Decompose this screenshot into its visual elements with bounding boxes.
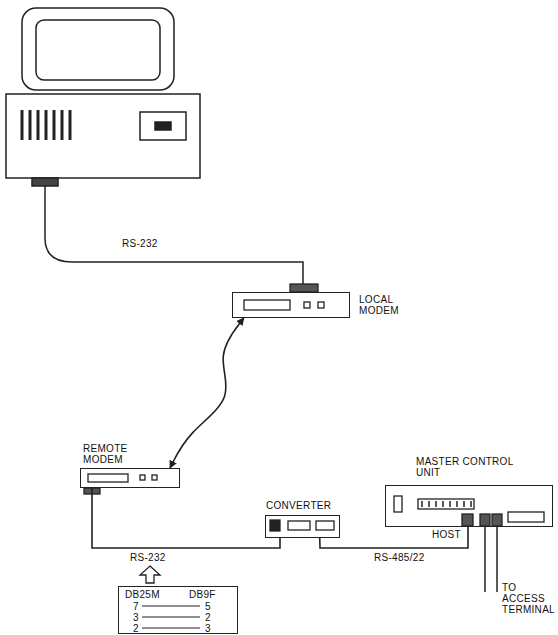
rs232-cable [45, 186, 303, 285]
host-port [462, 514, 473, 526]
indicator [140, 475, 145, 480]
indicator [152, 475, 157, 480]
connector [290, 284, 318, 292]
master-control-unit: MASTER CONTROL UNIT [385, 485, 553, 527]
cable [320, 527, 468, 548]
unit-label: MASTER CONTROL UNIT [416, 456, 516, 478]
indicator [304, 302, 310, 308]
remote-modem: REMOTE MODEM [80, 468, 180, 488]
drive-bay [140, 112, 186, 140]
cable-label: RS-232 [122, 238, 158, 249]
terminal-block [288, 521, 310, 530]
vents [22, 110, 70, 140]
pinout-table: DB25MDB9F753223 [118, 586, 238, 634]
terminal-block [316, 521, 334, 530]
indicator [318, 302, 324, 308]
remote-modem-details [84, 474, 157, 494]
local-modem: LOCAL MODEM [232, 292, 350, 318]
screen [36, 20, 160, 80]
monitor [22, 8, 174, 90]
serial-port [32, 178, 58, 186]
converter: CONVERTER [265, 515, 340, 538]
pin-label: 2 [133, 623, 139, 634]
pin-label: 5 [205, 601, 211, 612]
cable-label: RS-232 [128, 552, 168, 563]
converter-details [270, 520, 334, 531]
computer [6, 8, 200, 186]
pin-label: DB25M [125, 589, 160, 600]
terminal-block [508, 512, 544, 522]
access-port [492, 514, 502, 526]
cable-label: RS-485/22 [372, 552, 427, 563]
unit-label: LOCAL MODEM [359, 294, 423, 316]
access-port [480, 514, 490, 526]
pin-label: 3 [133, 612, 139, 623]
unit-label: REMOTE MODEM [83, 443, 143, 465]
port-label: HOST [432, 529, 461, 540]
local-modem-details [244, 284, 324, 310]
access-wire [496, 527, 498, 592]
pin-label: 7 [133, 601, 139, 612]
front-panel [244, 300, 290, 310]
phone-link [170, 318, 244, 468]
mcu-details [394, 496, 544, 526]
front-panel [88, 474, 128, 482]
pin-label: DB9F [189, 589, 216, 600]
port [394, 496, 402, 512]
terminal-label: TO ACCESS TERMINAL [502, 582, 556, 615]
pin-label: 2 [205, 612, 211, 623]
drive-slot [155, 122, 171, 130]
terminal-screws [422, 501, 471, 507]
callout-arrow [140, 566, 160, 583]
pin-label: 3 [205, 623, 211, 634]
terminal-strip [418, 499, 474, 509]
cable [92, 488, 280, 548]
access-wire [484, 527, 486, 592]
port [270, 520, 280, 531]
unit-label: CONVERTER [266, 500, 356, 511]
system-unit [6, 94, 200, 178]
pin-wires [142, 606, 200, 628]
